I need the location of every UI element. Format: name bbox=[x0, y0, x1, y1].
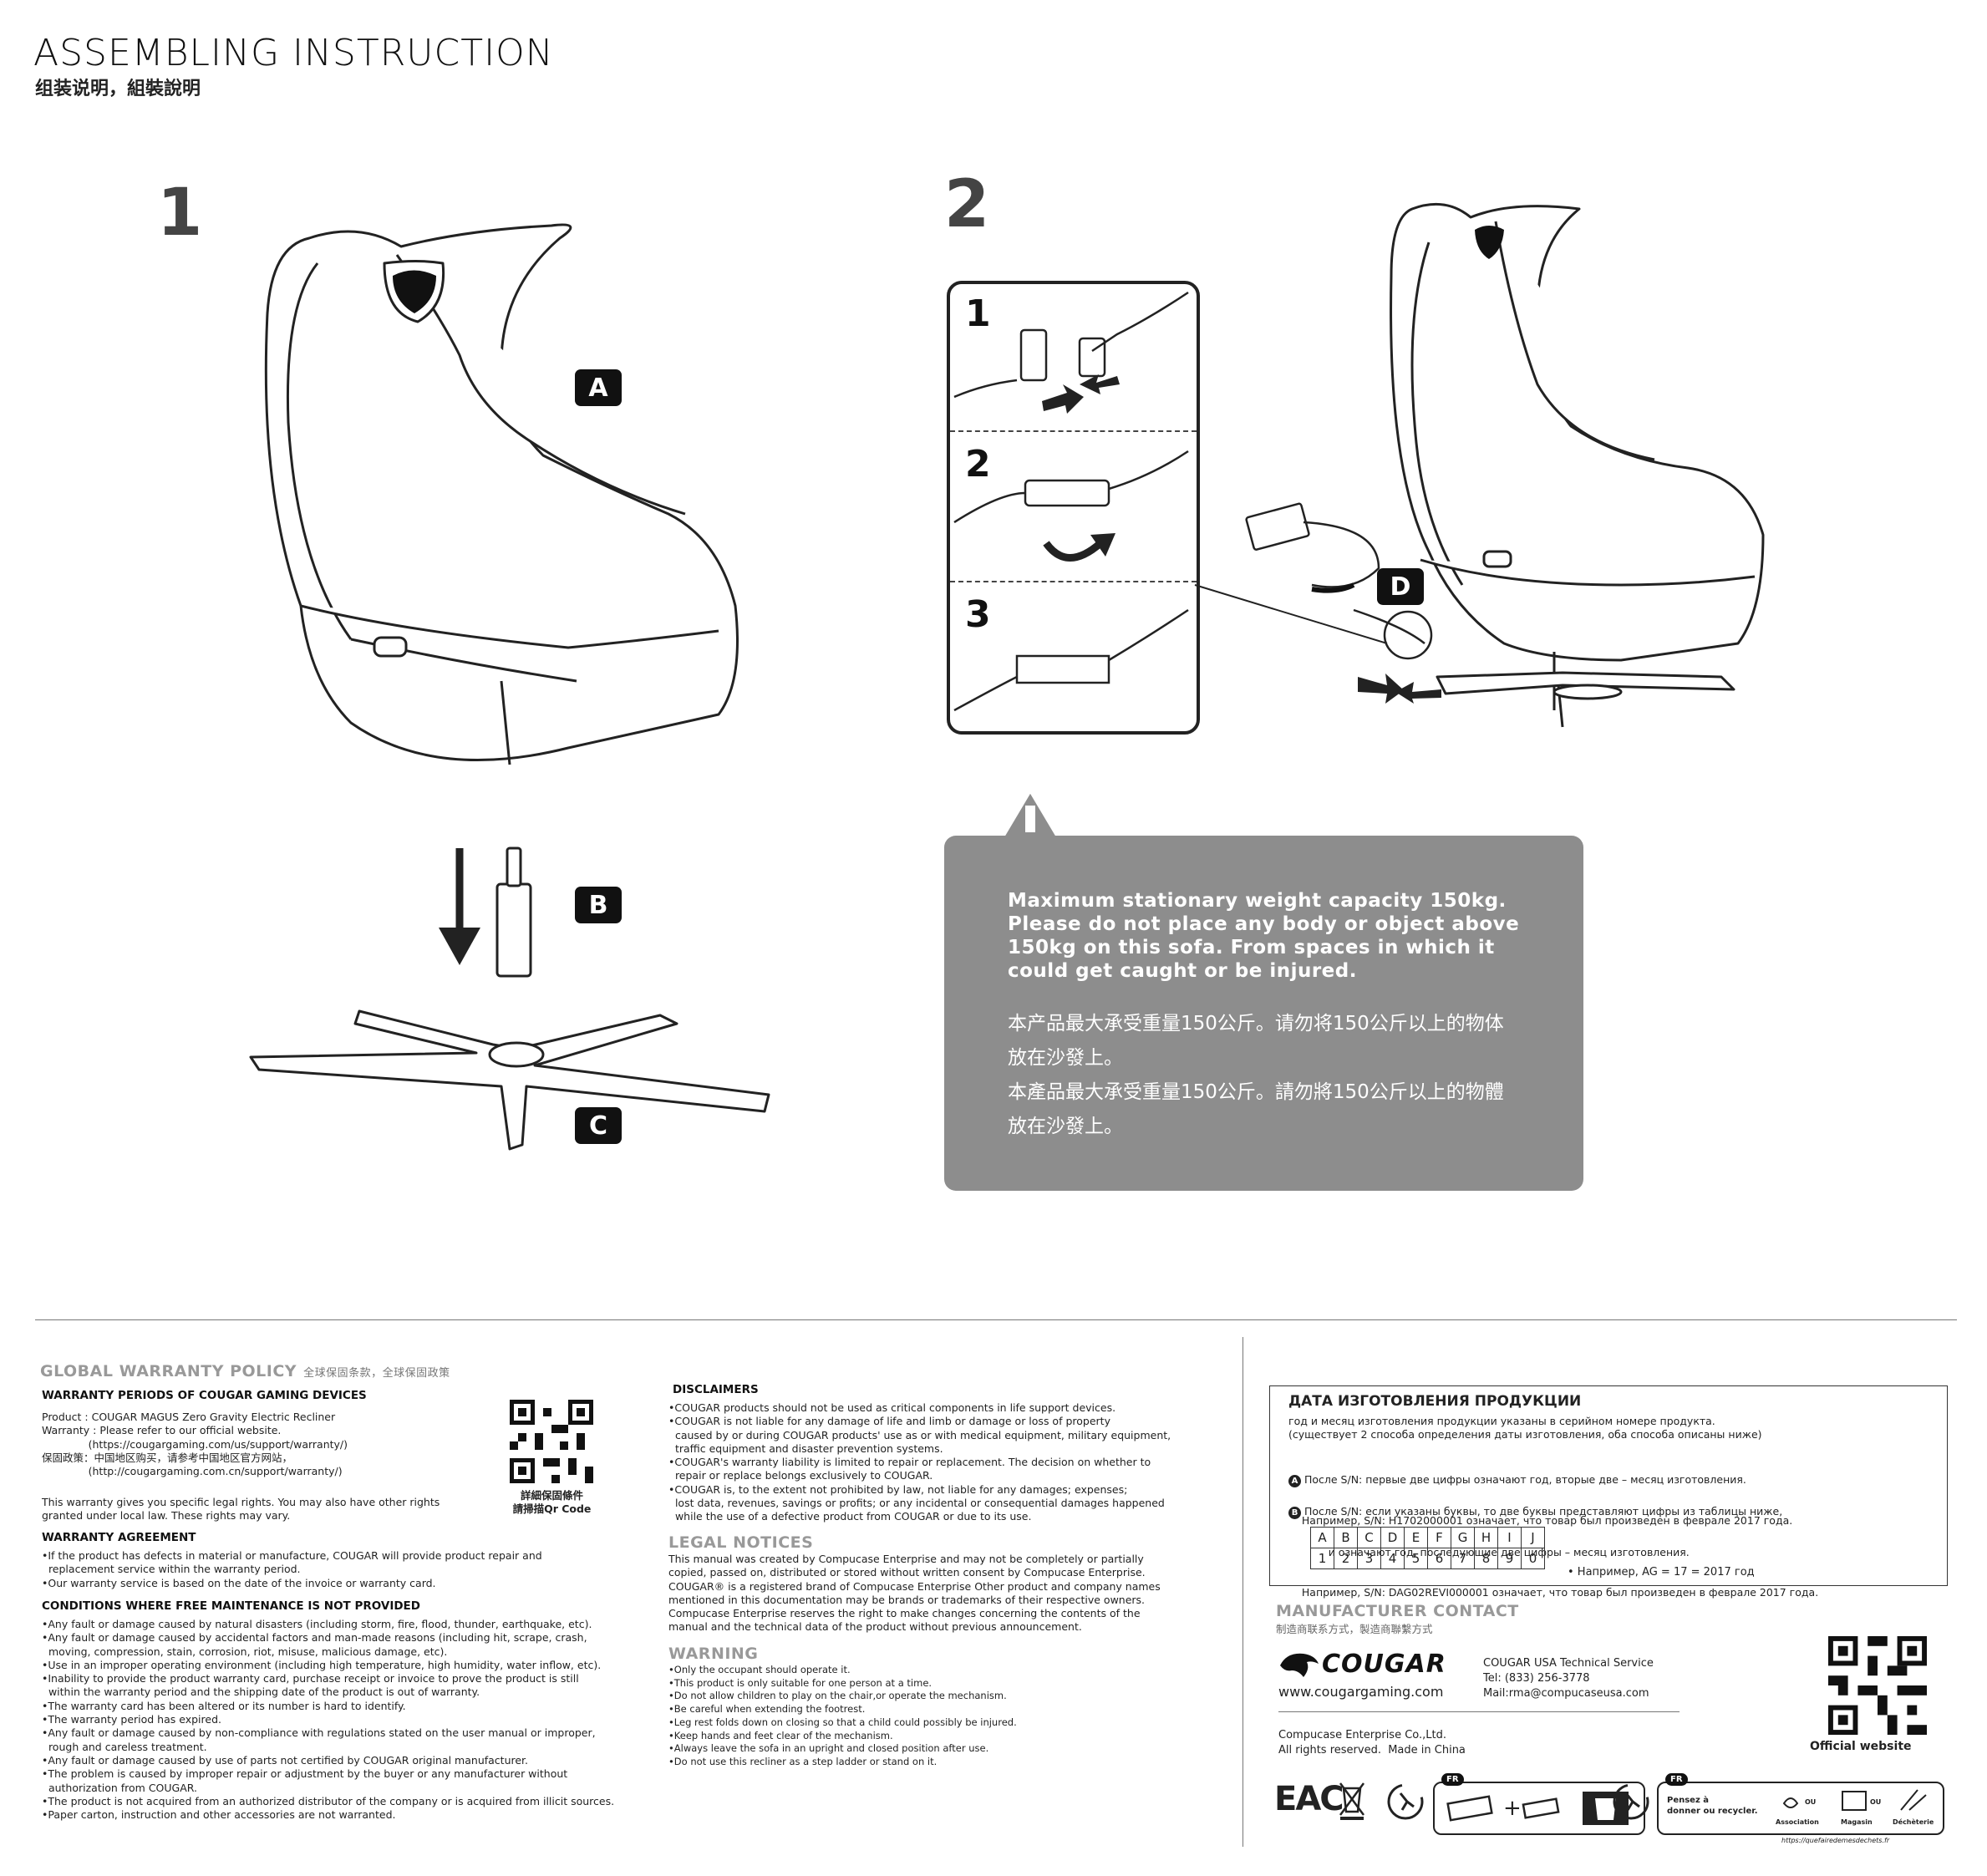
warranty-rights-text: This warranty gives you specific legal r… bbox=[42, 1496, 440, 1523]
warranty-agreement-heading: WARRANTY AGREEMENT bbox=[42, 1531, 196, 1544]
page-subtitle: 组装说明，組裝說明 bbox=[35, 79, 201, 99]
manufacturer-contact-heading-zh: 制造商联系方式，製造商聯繫方式 bbox=[1276, 1623, 1433, 1635]
production-date-box: ДАТА ИЗГОТОВЛЕНИЯ ПРОДУКЦИИ год и месяц … bbox=[1269, 1385, 1948, 1599]
recycling-url: https://quefairedemesdechets.fr bbox=[1781, 1837, 1890, 1844]
substep-1: 1 bbox=[965, 292, 991, 335]
gas-lift-illustration bbox=[439, 846, 532, 978]
section-divider bbox=[35, 1319, 1957, 1320]
weee-bin-icon bbox=[1339, 1782, 1365, 1820]
warranty-qr-code bbox=[510, 1400, 593, 1483]
cougar-brand-logo: COUGAR bbox=[1322, 1650, 1446, 1679]
production-date-heading: ДАТА ИЗГОТОВЛЕНИЯ ПРОДУКЦИИ bbox=[1288, 1393, 1582, 1410]
warning-list-heading: WARNING bbox=[668, 1645, 759, 1663]
triman-icon-2 bbox=[1613, 1783, 1649, 1820]
cougar-logo-icon bbox=[1280, 1653, 1319, 1677]
eac-mark: EAC bbox=[1274, 1780, 1344, 1818]
triman-icon bbox=[1387, 1783, 1424, 1820]
company-text: Compucase Enterprise Co.,Ltd. All rights… bbox=[1278, 1729, 1466, 1757]
warranty-agreement-text: •If the product has defects in material … bbox=[42, 1549, 542, 1589]
legal-notices-text: This manual was created by Compucase Ent… bbox=[668, 1553, 1161, 1634]
connection-detail-panel: 1 2 3 bbox=[947, 281, 1200, 735]
ou-label-2: OU bbox=[1870, 1798, 1882, 1806]
website-link[interactable]: www.cougargaming.com bbox=[1278, 1684, 1444, 1700]
chair-illustration bbox=[264, 223, 739, 765]
official-website-label: Official website bbox=[1810, 1740, 1912, 1753]
decheterie-label: Déchèterie bbox=[1893, 1818, 1934, 1826]
warning-text-zh-traditional: 本產品最大承受重量150公斤。請勿將150公斤以上的物體 bbox=[1008, 1081, 1504, 1103]
association-label: Association bbox=[1776, 1818, 1819, 1826]
substep-3: 3 bbox=[965, 593, 991, 636]
warranty-periods-heading: WARRANTY PERIODS OF COUGAR GAMING DEVICE… bbox=[42, 1389, 367, 1402]
manufacturer-contact-heading: MANUFACTURER CONTACT bbox=[1276, 1602, 1519, 1620]
step-1-number: 1 bbox=[157, 175, 203, 251]
marker-a: A bbox=[1288, 1475, 1301, 1487]
svg-text:+: + bbox=[1503, 1796, 1522, 1821]
star-base-illustration bbox=[249, 1009, 770, 1151]
magasin-label: Magasin bbox=[1841, 1818, 1873, 1826]
service-contact-text: COUGAR USA Technical Service Tel: (833) … bbox=[1483, 1657, 1654, 1700]
production-date-intro: год и месяц изготовления продукции указа… bbox=[1288, 1415, 1762, 1441]
warning-text-zh-simplified-2: 放在沙發上。 bbox=[1008, 1047, 1123, 1069]
warning-text-zh-traditional-2: 放在沙發上。 bbox=[1008, 1116, 1123, 1137]
step-2-number: 2 bbox=[944, 167, 990, 242]
fr-badge-2: FR bbox=[1665, 1773, 1688, 1786]
part-d-label: D bbox=[1377, 568, 1424, 605]
marker-b: B bbox=[1288, 1507, 1301, 1519]
fr-badge: FR bbox=[1441, 1773, 1464, 1786]
legal-notices-heading: LEGAL NOTICES bbox=[668, 1533, 814, 1552]
qr-caption: 詳細保固條件 請掃描Qr Code bbox=[512, 1489, 592, 1516]
collection-points-icons bbox=[1782, 1789, 1927, 1811]
page-title: ASSEMBLING INSTRUCTION bbox=[33, 32, 554, 74]
part-a-label: A bbox=[575, 369, 622, 406]
part-b-label: B bbox=[575, 887, 622, 923]
disclaimers-text: •COUGAR products should not be used as c… bbox=[668, 1401, 1171, 1523]
conditions-heading: CONDITIONS WHERE FREE MAINTENANCE IS NOT… bbox=[42, 1599, 420, 1613]
ou-label-1: OU bbox=[1805, 1798, 1817, 1806]
warranty-periods-text: Product : COUGAR MAGUS Zero Gravity Elec… bbox=[42, 1411, 348, 1478]
warning-list-text: •Only the occupant should operate it. •T… bbox=[668, 1664, 1017, 1767]
weight-warning-box: Maximum stationary weight capacity 150kg… bbox=[944, 836, 1583, 1191]
warning-text-zh-simplified: 本产品最大承受重量150公斤。请勿将150公斤以上的物体 bbox=[1008, 1013, 1504, 1035]
official-website-qr-code bbox=[1828, 1636, 1927, 1735]
production-date-method-a: A После S/N: первые две цифры означают г… bbox=[1288, 1446, 1792, 1554]
chair-with-base-illustration bbox=[1194, 202, 1765, 728]
table-example: • Например, AG = 17 = 2017 год bbox=[1568, 1566, 1755, 1579]
disclaimers-heading: DISCLAIMERS bbox=[673, 1383, 759, 1396]
conditions-text: •Any fault or damage caused by natural d… bbox=[42, 1618, 615, 1822]
recycling-sort-box: FR + bbox=[1433, 1773, 1645, 1835]
substep-2: 2 bbox=[965, 443, 991, 486]
warning-text-en: Maximum stationary weight capacity 150kg… bbox=[1008, 890, 1520, 982]
contact-divider bbox=[1278, 1711, 1680, 1712]
part-c-label: C bbox=[575, 1107, 622, 1144]
